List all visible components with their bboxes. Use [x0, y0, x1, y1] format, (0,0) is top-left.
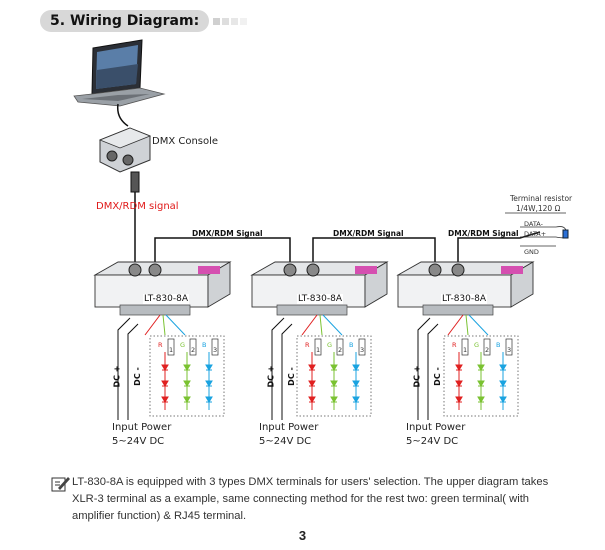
terminal-spec: 1/4W,120 Ω	[516, 204, 561, 213]
input-power-label-3: Input Power	[406, 422, 466, 433]
power-and-leds-1	[117, 317, 225, 420]
terminal-title: Terminal resistor	[510, 194, 573, 203]
power-and-leds-2	[271, 317, 372, 420]
input-power-range-3: 5~24V DC	[406, 436, 459, 447]
terminal-data-plus: DATA+	[524, 230, 547, 238]
dc-plus-label-1: DC +	[112, 365, 122, 388]
section-heading: 5. Wiring Diagram:	[40, 10, 248, 32]
input-power-label-2: Input Power	[259, 422, 319, 433]
signal-label-1: DMX/RDM Signal	[192, 229, 263, 238]
terminal-gnd: GND	[524, 248, 539, 256]
ch-num-3: 3	[213, 346, 218, 354]
ch-label-r: R	[452, 341, 457, 349]
laptop-icon	[73, 39, 166, 107]
dc-plus-label-3: DC +	[412, 365, 422, 388]
dc-plus-label-2: DC +	[266, 365, 276, 388]
console-signal-label: DMX/RDM signal	[96, 201, 179, 212]
input-power-range-1: 5~24V DC	[112, 436, 165, 447]
ch-label-r: R	[158, 341, 163, 349]
ch-num-3: 3	[507, 346, 512, 354]
ch-label-g: G	[180, 341, 186, 349]
ch-label-r: R	[305, 341, 310, 349]
console-label: DMX Console	[152, 136, 219, 147]
terminal-resistor	[505, 212, 569, 247]
ch-num-2: 2	[485, 346, 490, 354]
ch-num-2: 2	[191, 346, 196, 354]
dc-minus-label-1: DC -	[132, 367, 142, 386]
ch-label-b: B	[496, 341, 501, 349]
ch-num-1: 1	[169, 346, 174, 354]
input-power-label-1: Input Power	[112, 422, 172, 433]
device-1-name: LT-830-8A	[143, 294, 190, 304]
dc-minus-label-3: DC -	[432, 367, 442, 386]
device-1	[93, 261, 232, 336]
ch-num-2: 2	[338, 346, 343, 354]
device-2-name: LT-830-8A	[297, 294, 344, 304]
ch-label-g: G	[474, 341, 480, 349]
dc-minus-label-2: DC -	[286, 367, 296, 386]
note-text: LT-830-8A is equipped with 3 types DMX t…	[72, 476, 549, 522]
power-and-leds-3	[417, 317, 519, 420]
heading-decoration	[213, 17, 248, 25]
note-pencil-icon	[51, 477, 70, 492]
section-title: Wiring Diagram:	[69, 13, 200, 29]
signal-label-3: DMX/RDM Signal	[448, 229, 519, 238]
input-power-range-2: 5~24V DC	[259, 436, 312, 447]
signal-label-2: DMX/RDM Signal	[333, 229, 404, 238]
ch-num-1: 1	[316, 346, 321, 354]
device-3-name: LT-830-8A	[441, 294, 488, 304]
ch-num-3: 3	[360, 346, 365, 354]
ch-num-1: 1	[463, 346, 468, 354]
page-number: 3	[298, 528, 307, 543]
section-number: 5.	[50, 13, 66, 29]
ch-label-b: B	[202, 341, 207, 349]
ch-label-b: B	[349, 341, 354, 349]
dmx-console-icon	[98, 127, 152, 173]
ch-label-g: G	[327, 341, 333, 349]
terminal-data-minus: DATA-	[524, 220, 543, 228]
section-heading-pill: 5. Wiring Diagram:	[40, 10, 210, 32]
